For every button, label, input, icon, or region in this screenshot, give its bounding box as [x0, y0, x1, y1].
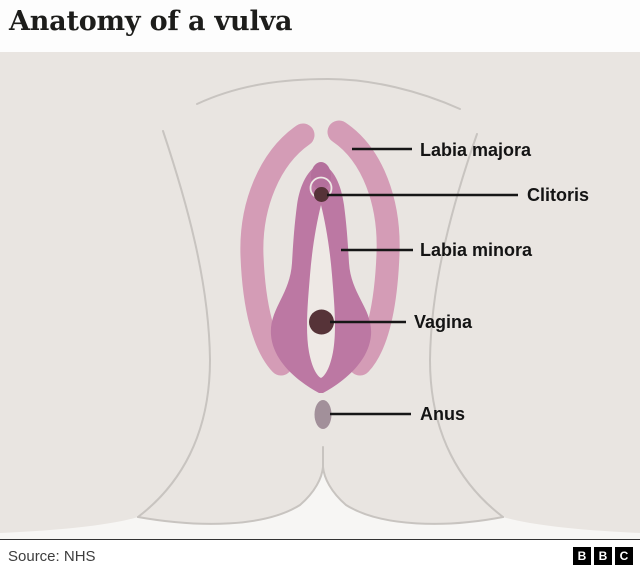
- footer: Source: NHS B B C: [0, 539, 640, 572]
- clitoral-hood-shape: [311, 162, 331, 190]
- source-attribution: Source: NHS: [8, 547, 96, 565]
- vestibule-shape: [307, 205, 335, 378]
- clitoris-dot: [314, 187, 329, 202]
- waist-outline: [196, 77, 461, 110]
- left-gluteal-fold-outline: [137, 446, 324, 525]
- label-clitoris: Clitoris: [527, 185, 590, 205]
- bbc-logo-block-1: B: [573, 547, 591, 565]
- right-gluteal-fold-outline: [322, 466, 504, 525]
- labia-majora-left: [240, 123, 315, 376]
- labia-majora-right: [327, 120, 400, 376]
- bbc-logo-block-2: B: [594, 547, 612, 565]
- anus-shape: [314, 400, 332, 429]
- leader-lines: [327, 147, 518, 416]
- label-vagina: Vagina: [414, 312, 473, 332]
- labia-majora-shape: [240, 120, 400, 376]
- left-thigh-outline: [137, 130, 212, 518]
- label-labia-minora: Labia minora: [420, 240, 533, 260]
- page-title: Anatomy of a vulva: [9, 6, 293, 37]
- bbc-logo-block-3: C: [615, 547, 633, 565]
- label-anus: Anus: [420, 404, 465, 424]
- bbc-logo-icon: B B C: [573, 547, 633, 565]
- header: Anatomy of a vulva: [0, 0, 640, 52]
- label-labia-majora: Labia majora: [420, 140, 532, 160]
- vagina-dot: [309, 309, 334, 335]
